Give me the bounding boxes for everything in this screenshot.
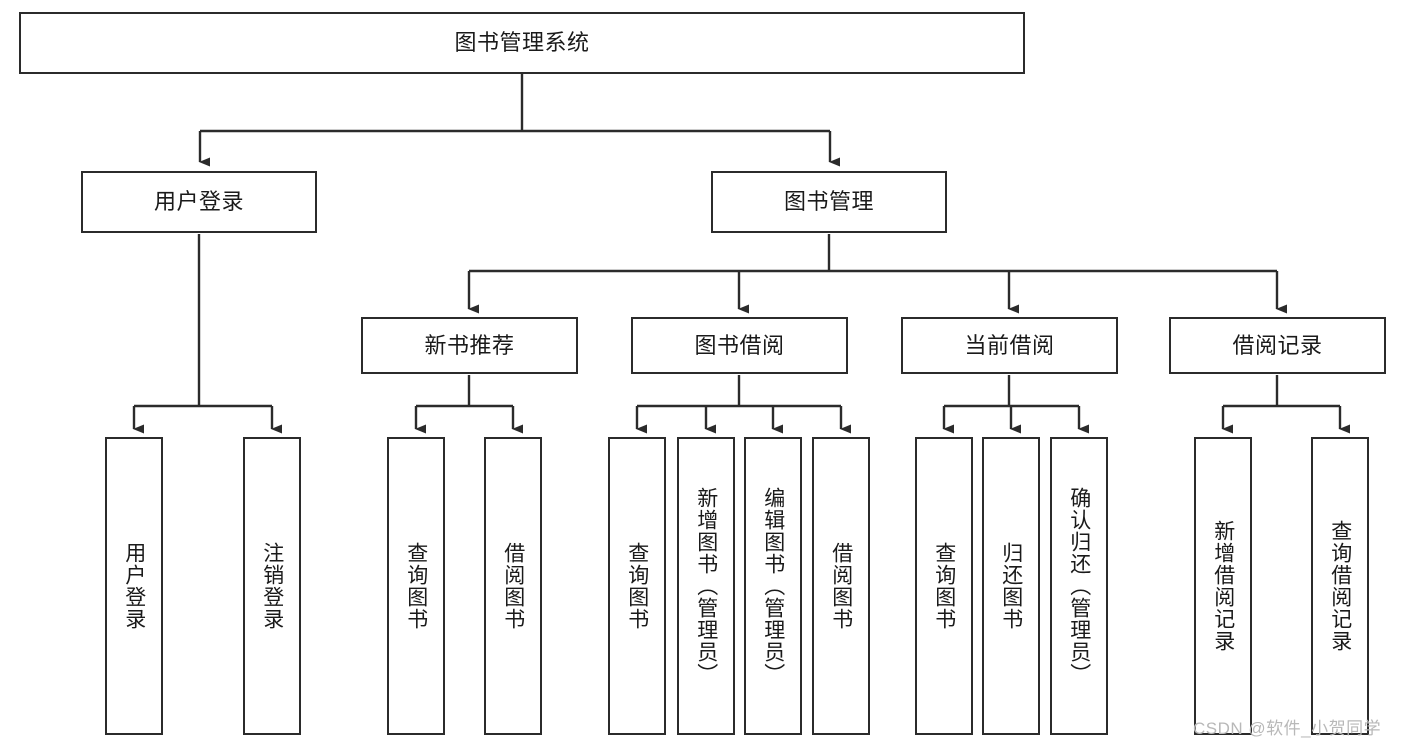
leaf-borrow-query-book[interactable]: 查询图书 <box>608 437 666 735</box>
node-label: 借阅图书 <box>829 542 853 630</box>
node-label: 编辑图书（管理员） <box>761 487 785 685</box>
node-borrow-record[interactable]: 借阅记录 <box>1169 317 1386 374</box>
node-label: 用户登录 <box>153 189 244 215</box>
node-label: 图书管理 <box>783 189 874 215</box>
leaf-user-login-login[interactable]: 用户登录 <box>105 437 163 735</box>
node-label: 查询图书 <box>625 542 649 630</box>
node-label: 借阅图书 <box>501 542 525 630</box>
node-label: 确认归还（管理员） <box>1067 487 1091 685</box>
node-label: 归还图书 <box>999 542 1023 630</box>
node-label: 用户登录 <box>122 542 146 630</box>
node-user-login[interactable]: 用户登录 <box>81 171 317 233</box>
node-label: 注销登录 <box>260 542 284 630</box>
leaf-current-return-book[interactable]: 归还图书 <box>982 437 1040 735</box>
node-label: 新增图书（管理员） <box>694 487 718 685</box>
leaf-user-login-logout[interactable]: 注销登录 <box>243 437 301 735</box>
leaf-current-confirm-return-admin[interactable]: 确认归还（管理员） <box>1050 437 1108 735</box>
watermark-text: CSDN @软件_小贺同学 <box>1193 719 1382 738</box>
leaf-record-add-record[interactable]: 新增借阅记录 <box>1194 437 1252 735</box>
node-label: 图书借阅 <box>694 332 785 358</box>
leaf-borrow-edit-book-admin[interactable]: 编辑图书（管理员） <box>744 437 802 735</box>
node-book-management[interactable]: 图书管理 <box>711 171 947 233</box>
leaf-record-query-record[interactable]: 查询借阅记录 <box>1311 437 1369 735</box>
node-label: 图书管理系统 <box>454 30 590 56</box>
node-label: 当前借阅 <box>964 332 1055 358</box>
node-book-borrow[interactable]: 图书借阅 <box>631 317 848 374</box>
leaf-borrow-borrow-book[interactable]: 借阅图书 <box>812 437 870 735</box>
node-root-system[interactable]: 图书管理系统 <box>19 12 1025 74</box>
node-label: 查询图书 <box>932 542 956 630</box>
leaf-recommend-query-book[interactable]: 查询图书 <box>387 437 445 735</box>
leaf-recommend-borrow-book[interactable]: 借阅图书 <box>484 437 542 735</box>
node-label: 新增借阅记录 <box>1211 520 1235 652</box>
node-label: 借阅记录 <box>1232 332 1323 358</box>
leaf-current-query-book[interactable]: 查询图书 <box>915 437 973 735</box>
node-label: 新书推荐 <box>424 332 515 358</box>
node-new-book-recommend[interactable]: 新书推荐 <box>361 317 578 374</box>
node-current-borrow[interactable]: 当前借阅 <box>901 317 1118 374</box>
leaf-borrow-add-book-admin[interactable]: 新增图书（管理员） <box>677 437 735 735</box>
node-label: 查询图书 <box>404 542 428 630</box>
node-label: 查询借阅记录 <box>1328 520 1352 652</box>
